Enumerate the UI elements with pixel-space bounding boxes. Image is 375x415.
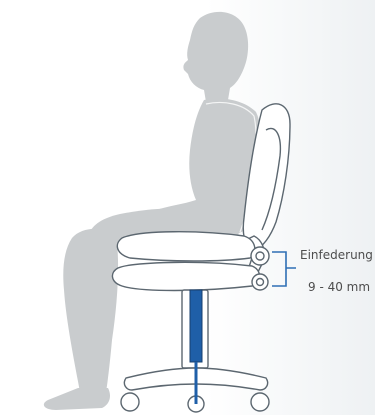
suspension-range: 9 - 40 mm	[308, 280, 370, 294]
caster-left	[121, 393, 139, 411]
chair-seat-shell	[112, 262, 259, 290]
suspension-travel-bracket	[272, 252, 296, 286]
chair-pivot-lower-inner	[257, 279, 264, 286]
chair-seat-cushion	[117, 232, 254, 261]
person-foot	[44, 388, 110, 410]
person-silhouette	[44, 12, 261, 410]
caster-right	[251, 393, 269, 411]
chair-pivot-inner	[256, 252, 264, 260]
person-head	[183, 12, 248, 102]
gas-spring	[190, 290, 202, 404]
gas-spring-cylinder	[190, 290, 202, 362]
person-lower-leg	[63, 229, 118, 392]
suspension-label: Einfederung	[300, 248, 373, 262]
